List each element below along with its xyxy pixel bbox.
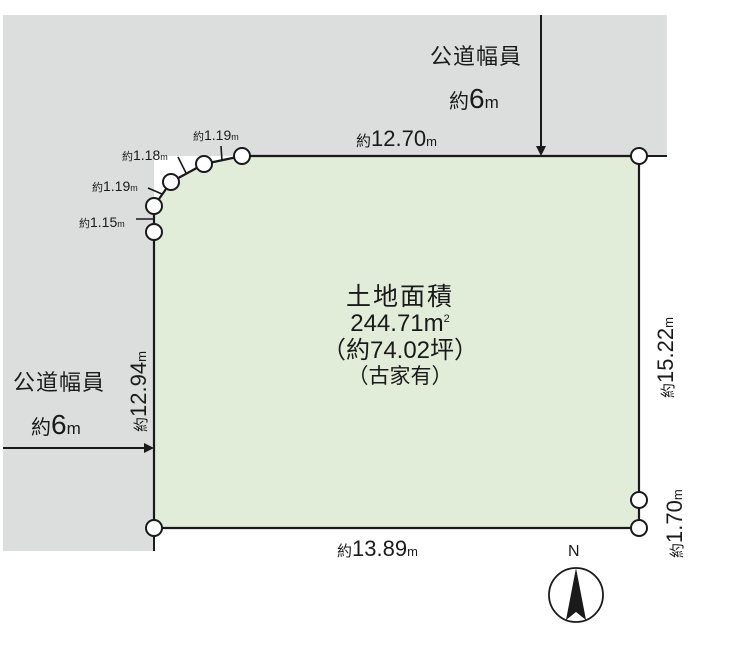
west-road-width-arrow <box>3 443 154 453</box>
unit: m <box>160 152 168 162</box>
north-road-width-arrow <box>536 15 546 156</box>
value: 6 <box>51 409 67 440</box>
prefix: 約 <box>356 132 372 150</box>
prefix: 約 <box>79 217 90 230</box>
corner-cut-label-1: 約1.19m <box>193 127 239 143</box>
value: 1.19 <box>204 127 232 143</box>
prefix: 約 <box>92 181 103 194</box>
value: 1.15 <box>90 214 118 230</box>
north-dimension-label: 約12.70m <box>356 128 437 150</box>
unit: m <box>134 351 149 362</box>
marker-cut-3 <box>195 155 213 173</box>
area-sup: 2 <box>443 313 450 325</box>
value: 13.89 <box>352 536 408 561</box>
lot-info: 土地面積 244.71m2 （約74.02坪） （古家有） <box>290 283 510 388</box>
boundary-markers <box>145 147 648 537</box>
value: 1.70 <box>662 500 687 543</box>
north-road-title: 公道幅員 <box>430 45 523 70</box>
value: 1.18 <box>133 147 161 163</box>
area-unit: m <box>423 310 444 337</box>
prefix: 約 <box>337 542 353 560</box>
marker-se <box>630 519 648 537</box>
area-number: 244.71 <box>350 310 424 337</box>
marker-cut-1 <box>145 197 163 215</box>
unit: m <box>130 183 138 193</box>
west-dimension-label: 約12.94m <box>126 351 151 432</box>
value: 6 <box>469 83 485 114</box>
unit: m <box>670 489 685 501</box>
south-dimension-label: 約13.89m <box>337 538 418 560</box>
prefix: 約 <box>193 130 204 143</box>
unit: m <box>407 544 418 559</box>
east-short-dimension-label: 約1.70m <box>662 489 687 558</box>
marker-cut-4 <box>233 147 251 165</box>
lot-area-value: 244.71m2 <box>290 310 510 338</box>
west-road-title: 公道幅員 <box>13 371 106 396</box>
unit: m <box>231 132 239 142</box>
corner-cut-label-4: 約1.15m <box>79 214 125 230</box>
prefix: 約 <box>659 382 677 398</box>
west-road-area <box>3 15 154 551</box>
prefix: 約 <box>31 415 51 439</box>
prefix: 約 <box>132 416 150 432</box>
prefix: 約 <box>668 542 686 558</box>
marker-ne <box>630 147 648 165</box>
prefix: 約 <box>449 89 469 113</box>
unit: m <box>484 93 499 112</box>
west-road-width: 約6m <box>31 411 81 439</box>
compass-north-label: N <box>568 543 580 560</box>
unit: m <box>661 317 676 328</box>
unit: m <box>66 419 81 438</box>
unit: m <box>117 219 125 229</box>
value: 1.19 <box>103 178 131 194</box>
corner-cut-label-3: 約1.19m <box>92 178 138 194</box>
marker-e-upper <box>630 491 648 509</box>
value: 15.22 <box>653 327 678 383</box>
unit: m <box>426 134 437 149</box>
corner-cut-leaders <box>136 145 223 220</box>
marker-cut-2 <box>162 173 180 191</box>
north-arrow-icon <box>548 567 604 623</box>
marker-w-top <box>145 223 163 241</box>
lot-area-title: 土地面積 <box>345 282 454 311</box>
east-dimension-label: 約15.22m <box>653 317 678 398</box>
lot-area-tsubo: （約74.02坪） <box>321 336 479 364</box>
marker-sw <box>145 519 163 537</box>
value: 12.70 <box>371 126 427 151</box>
value: 12.94 <box>126 361 151 417</box>
lot-note: （古家有） <box>347 363 453 388</box>
prefix: 約 <box>122 150 133 163</box>
corner-cut-label-2: 約1.18m <box>122 147 168 163</box>
north-road-width: 約6m <box>449 85 499 113</box>
